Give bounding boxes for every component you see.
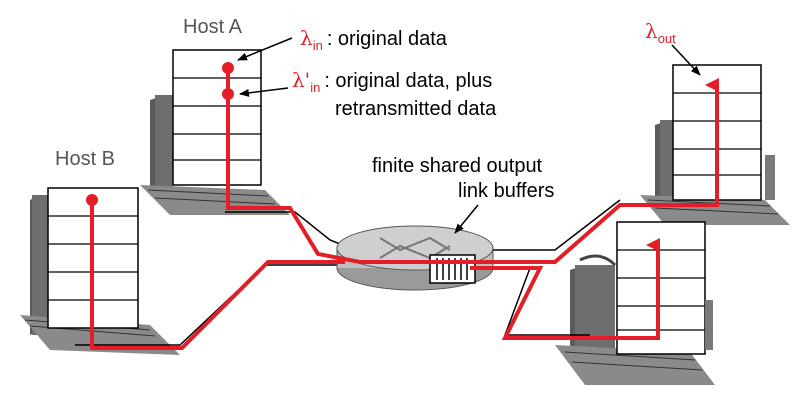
lambda-in-prime-symbol: λ' [292,68,310,92]
lambda-in-symbol: λ [300,26,313,50]
flow-host-b [90,200,345,350]
buffer-label-line2: link buffers [458,180,554,202]
source-dot-lambda-in [222,62,234,74]
flow-host-a [226,68,719,264]
output-link-buffer [429,254,476,284]
buffer-label-pointer [454,204,479,234]
host-a-label: Host A [183,16,243,38]
lambda-in-pointer [237,37,293,61]
host-a-computer [140,49,290,215]
lambda-in-label: λin : original data [300,26,448,53]
lambda-out-sub: out [658,31,676,46]
host-d-computer [555,221,715,385]
lambda-in-prime-label: λ'in : original data, plus [292,68,492,95]
lambda-out-pointer [671,44,701,76]
buffer-label-line1: finite shared output [372,155,543,177]
lambda-in-sub: in [313,38,323,53]
lambda-out-symbol: λ [645,19,658,43]
host-b-label: Host B [55,148,115,170]
lambda-in-prime-sub: in [310,80,320,95]
source-dot-host-b [86,194,98,206]
lambda-in-prime-text-2: retransmitted data [335,98,497,120]
flow-to-host-d [470,238,660,340]
lambda-out-label: λout [645,19,676,46]
lambda-in-prime-pointer [239,87,289,97]
host-b-computer [20,187,180,355]
lambda-in-text: : original data [327,28,448,50]
data-flows [90,68,719,350]
source-dot-lambda-in-prime [222,88,234,100]
lambda-in-prime-text-1: : original data, plus [324,70,492,92]
